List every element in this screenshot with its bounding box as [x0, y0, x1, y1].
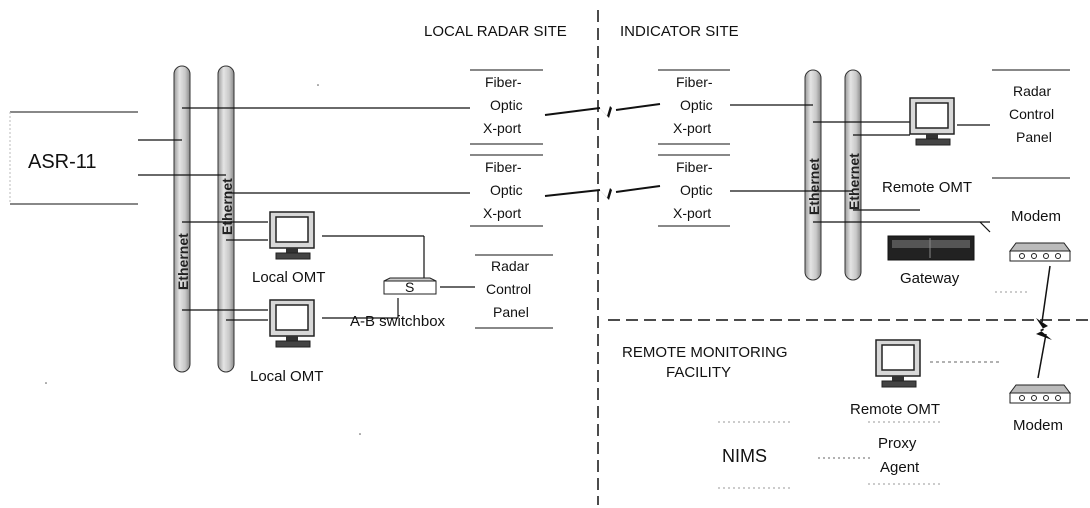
local-ethernet-bus-2: Ethernet: [217, 65, 235, 373]
indicator-modem-icon: [1009, 242, 1071, 262]
local-omt-2-icon: [269, 299, 315, 348]
indicator-fiber-xport-1: Fiber- Optic X-port: [658, 69, 730, 145]
indicator-remote-omt-icon: [909, 97, 955, 146]
indicator-rcp-line-3: Panel: [1016, 129, 1052, 145]
local-fiber-1-line-2: Optic: [490, 97, 523, 113]
indicator-fiber-1-line-2: Optic: [680, 97, 713, 113]
local-omt-1-icon: [269, 211, 315, 260]
local-ethernet-label-1: Ethernet: [175, 233, 191, 290]
remote-modem-label: Modem: [1013, 417, 1063, 434]
local-connection-lines: [138, 107, 475, 321]
indicator-ethernet-bus-1: Ethernet: [804, 69, 822, 281]
fiber-link-1: [544, 103, 661, 118]
proxy-agent-line-1: Proxy: [878, 435, 917, 452]
asr-11-unit: ASR-11: [9, 111, 138, 205]
scan-dot-2: [45, 382, 47, 384]
local-fiber-xport-2: Fiber- Optic X-port: [470, 154, 543, 227]
remote-omt-icon: [875, 339, 921, 388]
indicator-ethernet-label-2: Ethernet: [846, 153, 862, 210]
indicator-rcp-line-1: Radar: [1013, 83, 1051, 99]
asr-11-label: ASR-11: [28, 151, 97, 173]
local-ethernet-bus-1: Ethernet: [173, 65, 191, 373]
indicator-fiber-2-line-1: Fiber-: [676, 159, 713, 175]
indicator-fiber-1-line-3: X-port: [673, 120, 711, 136]
section-remote-monitoring-line1: REMOTE MONITORING: [622, 344, 788, 361]
local-omt-1-label: Local OMT: [252, 269, 325, 286]
local-omt-2-label: Local OMT: [250, 368, 323, 385]
local-rcp-line-2: Control: [486, 281, 531, 297]
indicator-connection-lines: [730, 104, 991, 233]
indicator-ethernet-bus-2: Ethernet: [844, 69, 862, 281]
ab-switchbox-icon: S: [383, 277, 437, 295]
local-rcp-line-3: Panel: [493, 304, 529, 320]
local-fiber-2-line-2: Optic: [490, 182, 523, 198]
section-local-radar-site: LOCAL RADAR SITE: [424, 23, 567, 40]
nims-label: NIMS: [722, 446, 767, 466]
indicator-rcp-line-2: Control: [1009, 106, 1054, 122]
indicator-fiber-2-line-2: Optic: [680, 182, 713, 198]
local-fiber-2-line-1: Fiber-: [485, 159, 522, 175]
indicator-remote-omt-label: Remote OMT: [882, 179, 972, 196]
scan-dot-1: [317, 84, 319, 86]
scan-dot-3: [359, 433, 361, 435]
gateway-icon: [887, 235, 975, 261]
switch-symbol: S: [405, 279, 414, 295]
indicator-fiber-1-line-1: Fiber-: [676, 74, 713, 90]
local-ethernet-label-2: Ethernet: [219, 178, 235, 235]
modem-phone-link: [1036, 265, 1052, 379]
remote-modem-icon: [1009, 384, 1071, 404]
local-fiber-xport-1: Fiber- Optic X-port: [470, 69, 543, 145]
local-fiber-1-line-1: Fiber-: [485, 74, 522, 90]
indicator-radar-control-panel: Radar Control Panel: [992, 69, 1070, 179]
indicator-ethernet-label-1: Ethernet: [806, 158, 822, 215]
remote-omt-label: Remote OMT: [850, 401, 940, 418]
ab-switchbox-label: A-B switchbox: [350, 313, 446, 330]
gateway-label: Gateway: [900, 270, 960, 287]
proxy-agent-line-2: Agent: [880, 459, 920, 476]
section-indicator-site: INDICATOR SITE: [620, 23, 739, 40]
indicator-fiber-2-line-3: X-port: [673, 205, 711, 221]
local-fiber-2-line-3: X-port: [483, 205, 521, 221]
indicator-fiber-xport-2: Fiber- Optic X-port: [658, 154, 730, 227]
local-fiber-1-line-3: X-port: [483, 120, 521, 136]
fiber-link-2: [544, 185, 661, 200]
local-rcp-line-1: Radar: [491, 258, 529, 274]
section-remote-monitoring-line2: FACILITY: [666, 364, 731, 381]
local-radar-control-panel: Radar Control Panel: [475, 254, 553, 329]
indicator-modem-label: Modem: [1011, 208, 1061, 225]
